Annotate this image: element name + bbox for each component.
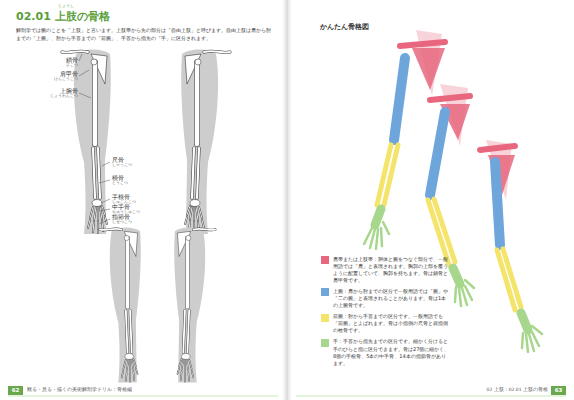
furigana: じょうし [58,4,74,8]
legend-swatch [321,339,329,347]
running-footer: 観る・見る・描くの美術解剖学ドリル：骨格編 [27,388,132,393]
bone-reading: けんこうこつ [30,78,78,82]
intro-text: 解剖学では腕のことを「上肢」と言います。上肢帯から先の部分は「自由上肢」と呼びま… [16,27,274,43]
arm-skeleton [100,228,141,383]
bone-reading: とうこつ [112,182,128,186]
bone-reading: しゅこんこつ [112,201,136,205]
simple-skeleton [364,30,542,352]
bone-label: 指節骨 [112,214,130,220]
bone-reading: さこつ [30,64,78,68]
bone-label: 橈骨 [112,175,124,181]
page-title: 02.01 上肢の骨格 [16,11,110,23]
footer-rule [296,396,566,397]
bone-reading: しゃっこつ [112,164,132,168]
bone-reading: しせつこつ [112,221,132,225]
bone-reading: じょうわんこつ [30,95,78,99]
leader-lines [79,54,110,224]
bone-label: 尺骨 [112,157,124,163]
page-number: 63 [551,386,566,395]
bone-label: 手根骨 [112,194,130,200]
legend-text: 手：手首から指先までの区分です。細かく分けると手のひらと指に区分できます。骨は2… [333,338,450,366]
gutter-shade [281,0,293,400]
arm-skeleton [181,50,230,235]
bone-label: 鎖骨 [30,57,78,63]
section-heading: かんたん骨格図 [320,24,369,32]
legend-swatch [321,314,329,322]
arm-skeleton [174,228,215,383]
running-footer: 02 上肢：02.01 上肢の骨格 [487,388,548,393]
footer-rule [8,396,278,397]
bone-label: 上腕骨 [30,88,78,94]
legend-swatch [321,256,329,264]
page-number: 62 [8,386,23,395]
legend-text: 上腕：肩から肘までの区分で一般用語では「腕」や「二の腕」と表現されることがありま… [333,288,450,309]
bone-label: 中手骨 [112,204,130,210]
legend-text: 肩帯または上肢帯：胴体と腕をつなぐ部分で、一般用語では「肩」と表現されます。胸郭… [333,256,450,284]
legend-swatch [321,288,329,296]
legend-text: 前腕：肘から手首までの区分です。一般用語でも「前腕」とよばれます。骨は小指側の尺… [333,313,450,334]
bone-label: 肩甲骨 [30,71,78,77]
bone-reading: ちゅうしゅこつ [112,211,140,215]
